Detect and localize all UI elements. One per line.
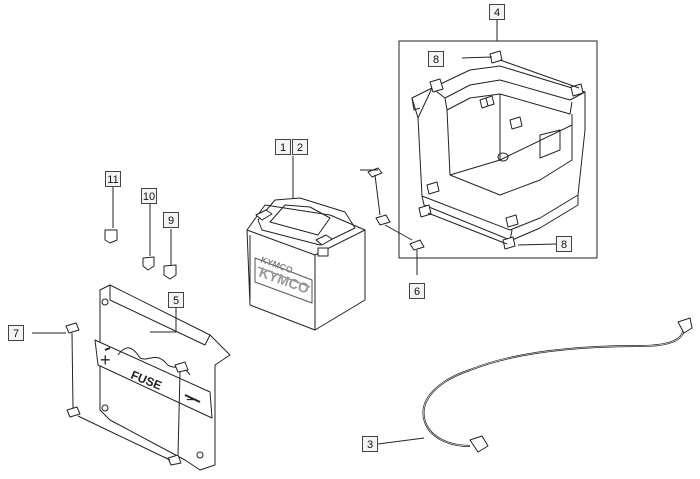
callout-5: 5 bbox=[168, 292, 184, 308]
callout-7: 7 bbox=[8, 325, 24, 341]
battery-box-frame bbox=[398, 40, 598, 259]
callout-3: 3 bbox=[362, 436, 378, 452]
callout-4: 4 bbox=[489, 4, 505, 20]
callout-11: 11 bbox=[105, 171, 121, 187]
bolts-part-6 bbox=[360, 167, 425, 275]
callout-1: 1 bbox=[275, 139, 291, 155]
callout-8-top: 8 bbox=[428, 51, 444, 67]
fuse-bracket bbox=[32, 284, 231, 471]
fuse-clips bbox=[104, 187, 177, 280]
callout-9: 9 bbox=[163, 212, 179, 228]
plus-sign: + bbox=[100, 350, 111, 370]
callout-6: 6 bbox=[409, 283, 425, 299]
cable bbox=[377, 317, 693, 453]
battery-box bbox=[398, 40, 598, 259]
minus-sign: − bbox=[186, 392, 195, 409]
battery bbox=[246, 197, 366, 331]
callout-2: 2 bbox=[292, 139, 308, 155]
callout-10: 10 bbox=[141, 188, 157, 204]
callout-8-bottom: 8 bbox=[556, 236, 572, 252]
